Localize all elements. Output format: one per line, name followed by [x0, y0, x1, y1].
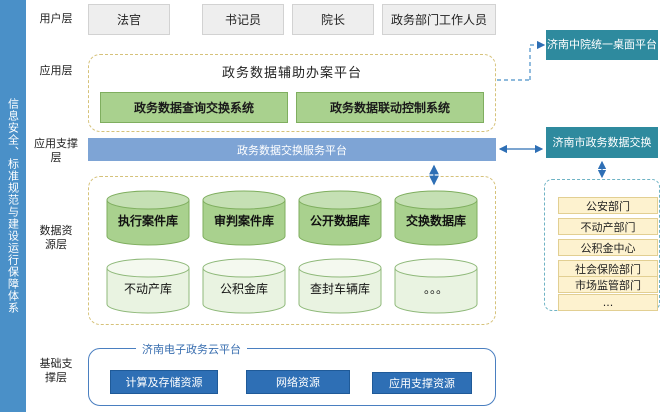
cloud-platform-title: 济南电子政务云平台 — [136, 341, 247, 357]
linkage-control-system: 政务数据联动控制系统 — [296, 92, 484, 123]
database-icon — [106, 258, 190, 314]
app-support-resource: 应用支撑资源 — [372, 372, 472, 394]
dept-social-insurance: 社会保险部门 — [558, 260, 658, 277]
db-label: 交换数据库 — [405, 214, 466, 228]
dept-public-security: 公安部门 — [558, 197, 658, 214]
database-icon — [298, 190, 382, 246]
court-desktop-platform: 济南中院统一桌面平台 — [546, 30, 658, 60]
db-label: 查封车辆库 — [309, 282, 370, 296]
db-label: 公积金库 — [219, 282, 268, 296]
dept-housing-fund: 公积金中心 — [558, 239, 658, 256]
db-public-data: 公开数据库 — [298, 190, 382, 246]
user-judge: 法官 — [88, 4, 170, 35]
layer-label-app: 应用层 — [39, 64, 73, 77]
db-execution-cases: 执行案件库 — [106, 190, 190, 246]
dept-more: ... — [558, 294, 658, 311]
compute-storage-resource: 计算及存储资源 — [110, 370, 218, 394]
db-housing-fund: 公积金库 — [202, 258, 286, 314]
exchange-service-platform: 政务数据交换服务平台 — [88, 138, 496, 161]
database-icon — [394, 190, 478, 246]
database-icon — [202, 190, 286, 246]
db-label: 执行案件库 — [117, 214, 178, 228]
db-real-estate: 不动产库 — [106, 258, 190, 314]
security-standards-label: 信息安全、标准规范与建设运行保障体系 — [6, 98, 20, 314]
app-platform-title: 政务数据辅助办案平台 — [221, 66, 362, 81]
db-more: 。。。 — [394, 258, 478, 314]
layer-label-base: 基础支撑层 — [39, 357, 73, 384]
user-president: 院长 — [292, 4, 374, 35]
network-resource: 网络资源 — [246, 370, 350, 394]
database-icon — [394, 258, 478, 314]
database-icon — [298, 258, 382, 314]
db-seized-vehicles: 查封车辆库 — [298, 258, 382, 314]
dept-market-regulation: 市场监管部门 — [558, 276, 658, 293]
user-clerk: 书记员 — [202, 4, 284, 35]
dept-real-estate: 不动产部门 — [558, 218, 658, 235]
query-exchange-system: 政务数据查询交换系统 — [100, 92, 288, 123]
database-icon — [202, 258, 286, 314]
city-data-exchange: 济南市政务数据交换 — [546, 127, 658, 158]
db-label: 审判案件库 — [213, 214, 274, 228]
user-gov-staff: 政务部门工作人员 — [382, 4, 496, 35]
db-label: 。。。 — [423, 282, 448, 296]
layer-label-data: 数据资源层 — [39, 224, 73, 251]
cloud-platform-frame — [88, 348, 496, 406]
app-platform-frame — [88, 54, 496, 132]
database-icon — [106, 190, 190, 246]
layer-label-support: 应用支撑层 — [34, 137, 78, 164]
db-exchange-data: 交换数据库 — [394, 190, 478, 246]
security-standards-band: 信息安全、标准规范与建设运行保障体系 — [0, 0, 26, 412]
db-label: 不动产库 — [123, 282, 172, 296]
data-resource-frame — [88, 176, 496, 325]
layer-label-user: 用户层 — [39, 12, 73, 25]
db-label: 公开数据库 — [309, 214, 370, 228]
db-trial-cases: 审判案件库 — [202, 190, 286, 246]
